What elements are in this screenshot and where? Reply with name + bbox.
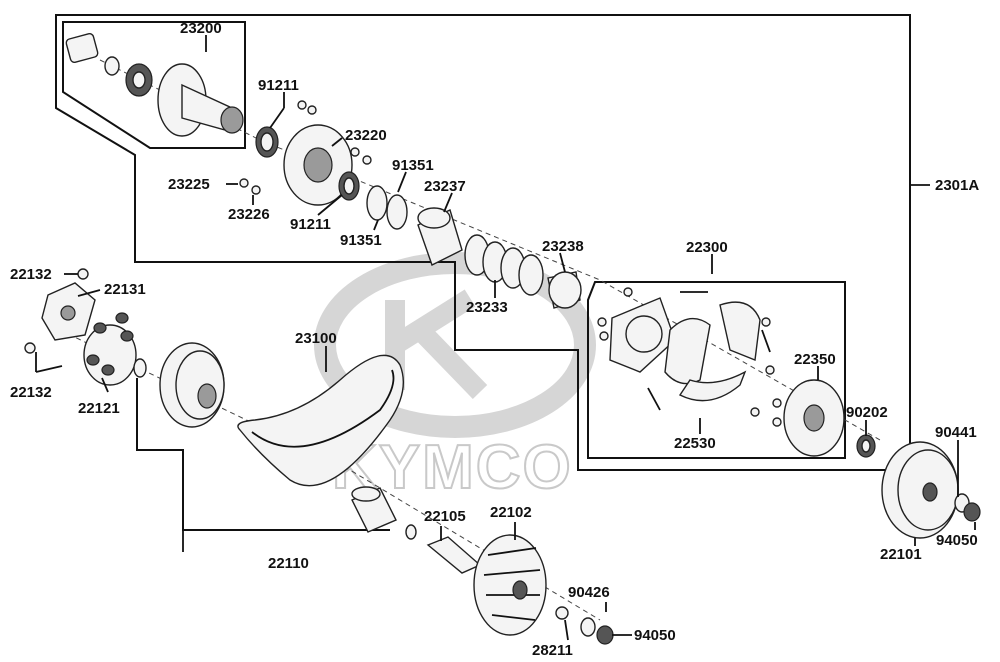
label-23200: 23200 (180, 20, 222, 37)
label-22105: 22105 (424, 508, 466, 525)
label-91351-upper: 91351 (392, 157, 434, 174)
pin-part (297, 100, 307, 110)
label-23238: 23238 (542, 238, 584, 255)
label-23100: 23100 (295, 330, 337, 347)
part-number-labels: 23200 91211 23220 91351 23225 23226 9121… (10, 20, 979, 659)
leader-lines (35, 35, 976, 641)
bracket-22110 (136, 378, 390, 531)
drive-belt (237, 354, 404, 487)
washer-90426-part (580, 617, 596, 637)
weight-roller-part (115, 312, 129, 324)
label-23237: 23237 (424, 178, 466, 195)
belt-part (237, 354, 404, 487)
group-outline-22300 (587, 281, 846, 459)
sliding-driven-face (239, 100, 408, 230)
drive-face-assembly (24, 268, 225, 428)
label-22350: 22350 (794, 351, 836, 368)
label-94050-lower: 94050 (634, 627, 676, 644)
seal-ring-part (366, 185, 388, 221)
label-22110: 22110 (268, 555, 309, 572)
label-23225: 23225 (168, 176, 210, 193)
label-91351-lower: 91351 (340, 232, 382, 249)
label-90202: 90202 (846, 404, 888, 421)
label-91211-upper: 91211 (258, 77, 299, 94)
driven-pulley-assembly (65, 32, 244, 137)
label-22300: 22300 (686, 239, 728, 256)
washer-28211-part (555, 606, 569, 620)
clutch-assembly (597, 287, 845, 457)
label-90441: 90441 (935, 424, 977, 441)
needle-bearing-part (65, 32, 99, 64)
spacer-22105-part (426, 536, 482, 574)
group-outline-2301A (55, 14, 911, 471)
circlip-part-2 (405, 524, 417, 540)
label-28211: 28211 (532, 642, 573, 659)
nut-part-2 (963, 502, 981, 522)
group-outline-23200 (62, 21, 246, 149)
label-94050-right: 94050 (936, 532, 978, 549)
clutch-outer-assembly (856, 434, 981, 539)
washer-part (104, 56, 120, 76)
label-22101: 22101 (880, 546, 922, 563)
label-23220: 23220 (345, 127, 387, 144)
label-90426: 90426 (568, 584, 610, 601)
plate-slider-part (77, 268, 89, 280)
label-2301A: 2301A (935, 177, 979, 194)
guide-pin-part (239, 178, 249, 188)
label-22132-lower: 22132 (10, 384, 52, 401)
spring-seat-assembly (417, 207, 582, 309)
drive-shaft-parts (351, 486, 614, 645)
nut-94050-part (596, 625, 614, 645)
label-91211-lower: 91211 (290, 216, 331, 233)
clutch-shoe-part (664, 317, 711, 385)
label-22132-upper: 22132 (10, 266, 52, 283)
label-23233: 23233 (466, 299, 508, 316)
label-22530: 22530 (674, 435, 716, 452)
label-22121: 22121 (78, 400, 120, 417)
label-22102: 22102 (490, 504, 532, 521)
circlip-part (133, 358, 147, 378)
label-23226: 23226 (228, 206, 270, 223)
label-22131: 22131 (104, 281, 146, 298)
drive-face-fan-part (473, 534, 547, 636)
